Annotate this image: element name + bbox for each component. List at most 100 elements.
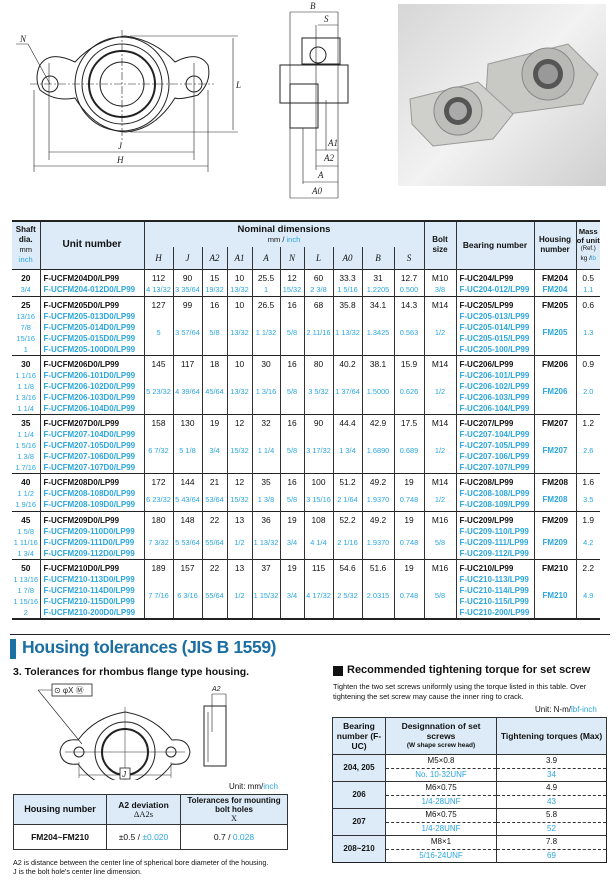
bearing-number-mm[interactable]: F-UC209/LP99 xyxy=(459,515,514,525)
unit-number-inch[interactable]: F-UCFM208-109D0/LP99 xyxy=(43,499,136,509)
bearing-number-inch[interactable]: F-UC206-101/LP99 xyxy=(459,370,530,380)
unit-number-inch[interactable]: F-UCFM206-101D0/LP99 xyxy=(43,370,136,380)
shaft-inch: 1 7/16 xyxy=(15,462,37,472)
unit-number-inch[interactable]: F-UCFM209-112D0/LP99 xyxy=(43,548,135,558)
shaft-inch: 1 3/4 xyxy=(17,548,34,558)
bearing-number-inch[interactable]: F-UC207-105/LP99 xyxy=(459,440,530,450)
dim-h-inch: 4 13/32 xyxy=(146,285,171,294)
tol-header-housing: Housing number xyxy=(13,794,107,825)
dim-n-mm: 16 xyxy=(287,358,297,369)
bearing-number-inch[interactable]: F-UC209-112/LP99 xyxy=(459,548,529,558)
bolt-size-mm: M14 xyxy=(431,358,449,369)
housing-number-inch: FM207 xyxy=(542,446,568,455)
bearing-number-mm[interactable]: F-UC205/LP99 xyxy=(459,300,514,310)
header-dim-a2: A2 xyxy=(201,247,227,269)
shaft-inch: 1 11/16 xyxy=(13,537,38,547)
dim-h-inch: 7 3/32 xyxy=(148,537,169,547)
bearing-number-mm[interactable]: F-UC206/LP99 xyxy=(459,359,514,369)
unit-number-mm[interactable]: F-UCFM210D0/LP99 xyxy=(43,563,120,573)
unit-number-inch[interactable]: F-UCFM207-106D0/LP99 xyxy=(43,451,136,461)
dim-h-inch: 6 23/32 xyxy=(146,494,171,504)
unit-number-mm[interactable]: F-UCFM204D0/LP99 xyxy=(43,273,120,283)
unit-number-inch[interactable]: F-UCFM204-012D0/LP99 xyxy=(43,284,136,294)
torque-title: Recommended tightening torque for set sc… xyxy=(347,664,591,676)
unit-number-inch[interactable]: F-UCFM207-105D0/LP99 xyxy=(43,440,136,450)
unit-number-inch[interactable]: F-UCFM208-108D0/LP99 xyxy=(43,488,136,498)
header-dim-b: B xyxy=(361,247,394,269)
shaft-inch: 1 1/2 xyxy=(17,488,34,498)
unit-number-inch[interactable]: F-UCFM210-113D0/LP99 xyxy=(43,574,135,584)
mass-inch: 1.1 xyxy=(583,285,594,294)
screw-mm: M8×1 xyxy=(385,835,497,850)
screw-inch: 5/16-24UNF xyxy=(385,849,497,863)
unit-number-inch[interactable]: F-UCFM210-114D0/LP99 xyxy=(43,585,135,595)
bearing-number-inch[interactable]: F-UC210-114/LP99 xyxy=(459,585,529,595)
dim-l-mm: 115 xyxy=(311,562,326,573)
unit-number-inch[interactable]: F-UCFM207-107D0/LP99 xyxy=(43,462,136,472)
dim-h-inch: 7 7/16 xyxy=(148,591,169,600)
unit-number-inch[interactable]: F-UCFM210-200D0/LP99 xyxy=(43,607,136,617)
unit-number-inch[interactable]: F-UCFM207-104D0/LP99 xyxy=(43,429,136,439)
bearing-number-inch[interactable]: F-UC208-108/LP99 xyxy=(459,488,530,498)
bearing-number-inch[interactable]: F-UC206-103/LP99 xyxy=(459,392,530,402)
bearing-number-inch[interactable]: F-UC210-200/LP99 xyxy=(459,607,530,617)
unit-number-inch[interactable]: F-UCFM205-100D0/LP99 xyxy=(43,344,136,354)
housing-side-drawing: A2 xyxy=(203,686,227,767)
label-A2-tol: A2 xyxy=(211,686,221,693)
unit-number-inch[interactable]: F-UCFM210-115D0/LP99 xyxy=(43,596,135,606)
dim-h-mm: 158 xyxy=(151,417,166,428)
bearing-number-inch[interactable]: F-UC205-015/LP99 xyxy=(459,333,530,343)
unit-number-mm[interactable]: F-UCFM208D0/LP99 xyxy=(43,477,120,487)
header-dim-a: A xyxy=(251,247,280,269)
bearing-number-inch[interactable]: F-UC207-106/LP99 xyxy=(459,451,530,461)
unit-number-inch[interactable]: F-UCFM206-104D0/LP99 xyxy=(43,403,136,413)
bearing-number-inch[interactable]: F-UC206-104/LP99 xyxy=(459,403,530,413)
shaft-inch: 1 3/16 xyxy=(15,392,37,402)
bearing-number-mm[interactable]: F-UC210/LP99 xyxy=(459,563,514,573)
unit-number-inch[interactable]: F-UCFM205-013D0/LP99 xyxy=(43,311,136,321)
bearing-number-inch[interactable]: F-UC205-100/LP99 xyxy=(459,344,530,354)
dim-n-mm: 12 xyxy=(287,272,297,283)
label-N: N xyxy=(19,34,27,44)
unit-number-mm[interactable]: F-UCFM207D0/LP99 xyxy=(43,418,120,428)
bearing-number-inch[interactable]: F-UC207-104/LP99 xyxy=(459,429,530,439)
unit-number-inch[interactable]: F-UCFM206-103D0/LP99 xyxy=(43,392,136,402)
bearing-number-inch[interactable]: F-UC206-102/LP99 xyxy=(459,381,530,391)
unit-number-inch[interactable]: F-UCFM205-014D0/LP99 xyxy=(43,322,136,332)
unit-number-mm[interactable]: F-UCFM206D0/LP99 xyxy=(43,359,120,369)
bearing-number-inch[interactable]: F-UC209-110/LP99 xyxy=(459,526,529,536)
bearing-number-inch[interactable]: F-UC205-013/LP99 xyxy=(459,311,530,321)
dim-a2-mm: 18 xyxy=(209,358,220,369)
unit-number-inch[interactable]: F-UCFM206-102D0/LP99 xyxy=(43,381,136,391)
bearing-number-inch[interactable]: F-UC205-014/LP99 xyxy=(459,322,530,332)
bearing-number-mm[interactable]: F-UC204/LP99 xyxy=(459,273,514,283)
bearing-number-inch[interactable]: F-UC204-012/LP99 xyxy=(459,284,530,294)
bearing-number-inch[interactable]: F-UC210-113/LP99 xyxy=(459,574,529,584)
unit-number-mm[interactable]: F-UCFM209D0/LP99 xyxy=(43,515,120,525)
bearing-number-inch[interactable]: F-UC209-111/LP99 xyxy=(459,537,529,547)
header-dim-n: N xyxy=(279,247,304,269)
bearing-number-inch[interactable]: F-UC207-107/LP99 xyxy=(459,462,530,472)
unit-number-inch[interactable]: F-UCFM209-110D0/LP99 xyxy=(43,526,135,536)
housing-number-inch: FM209 xyxy=(542,537,568,547)
bearing-number-mm[interactable]: F-UC207/LP99 xyxy=(459,418,514,428)
unit-number-mm[interactable]: F-UCFM205D0/LP99 xyxy=(43,300,120,310)
bearing-number-mm[interactable]: F-UC208/LP99 xyxy=(459,477,514,487)
tolerance-unit: Unit: mm/inch xyxy=(229,782,278,791)
unit-number-inch[interactable]: F-UCFM205-015D0/LP99 xyxy=(43,333,136,343)
shaft-mm: 25 xyxy=(21,299,31,310)
bearing-number-inch[interactable]: F-UC208-109/LP99 xyxy=(459,499,530,509)
dim-a1-inch: 1/2 xyxy=(234,591,245,600)
bearing-number-inch[interactable]: F-UC210-115/LP99 xyxy=(459,596,529,606)
unit-number-inch[interactable]: F-UCFM209-111D0/LP99 xyxy=(43,537,135,547)
